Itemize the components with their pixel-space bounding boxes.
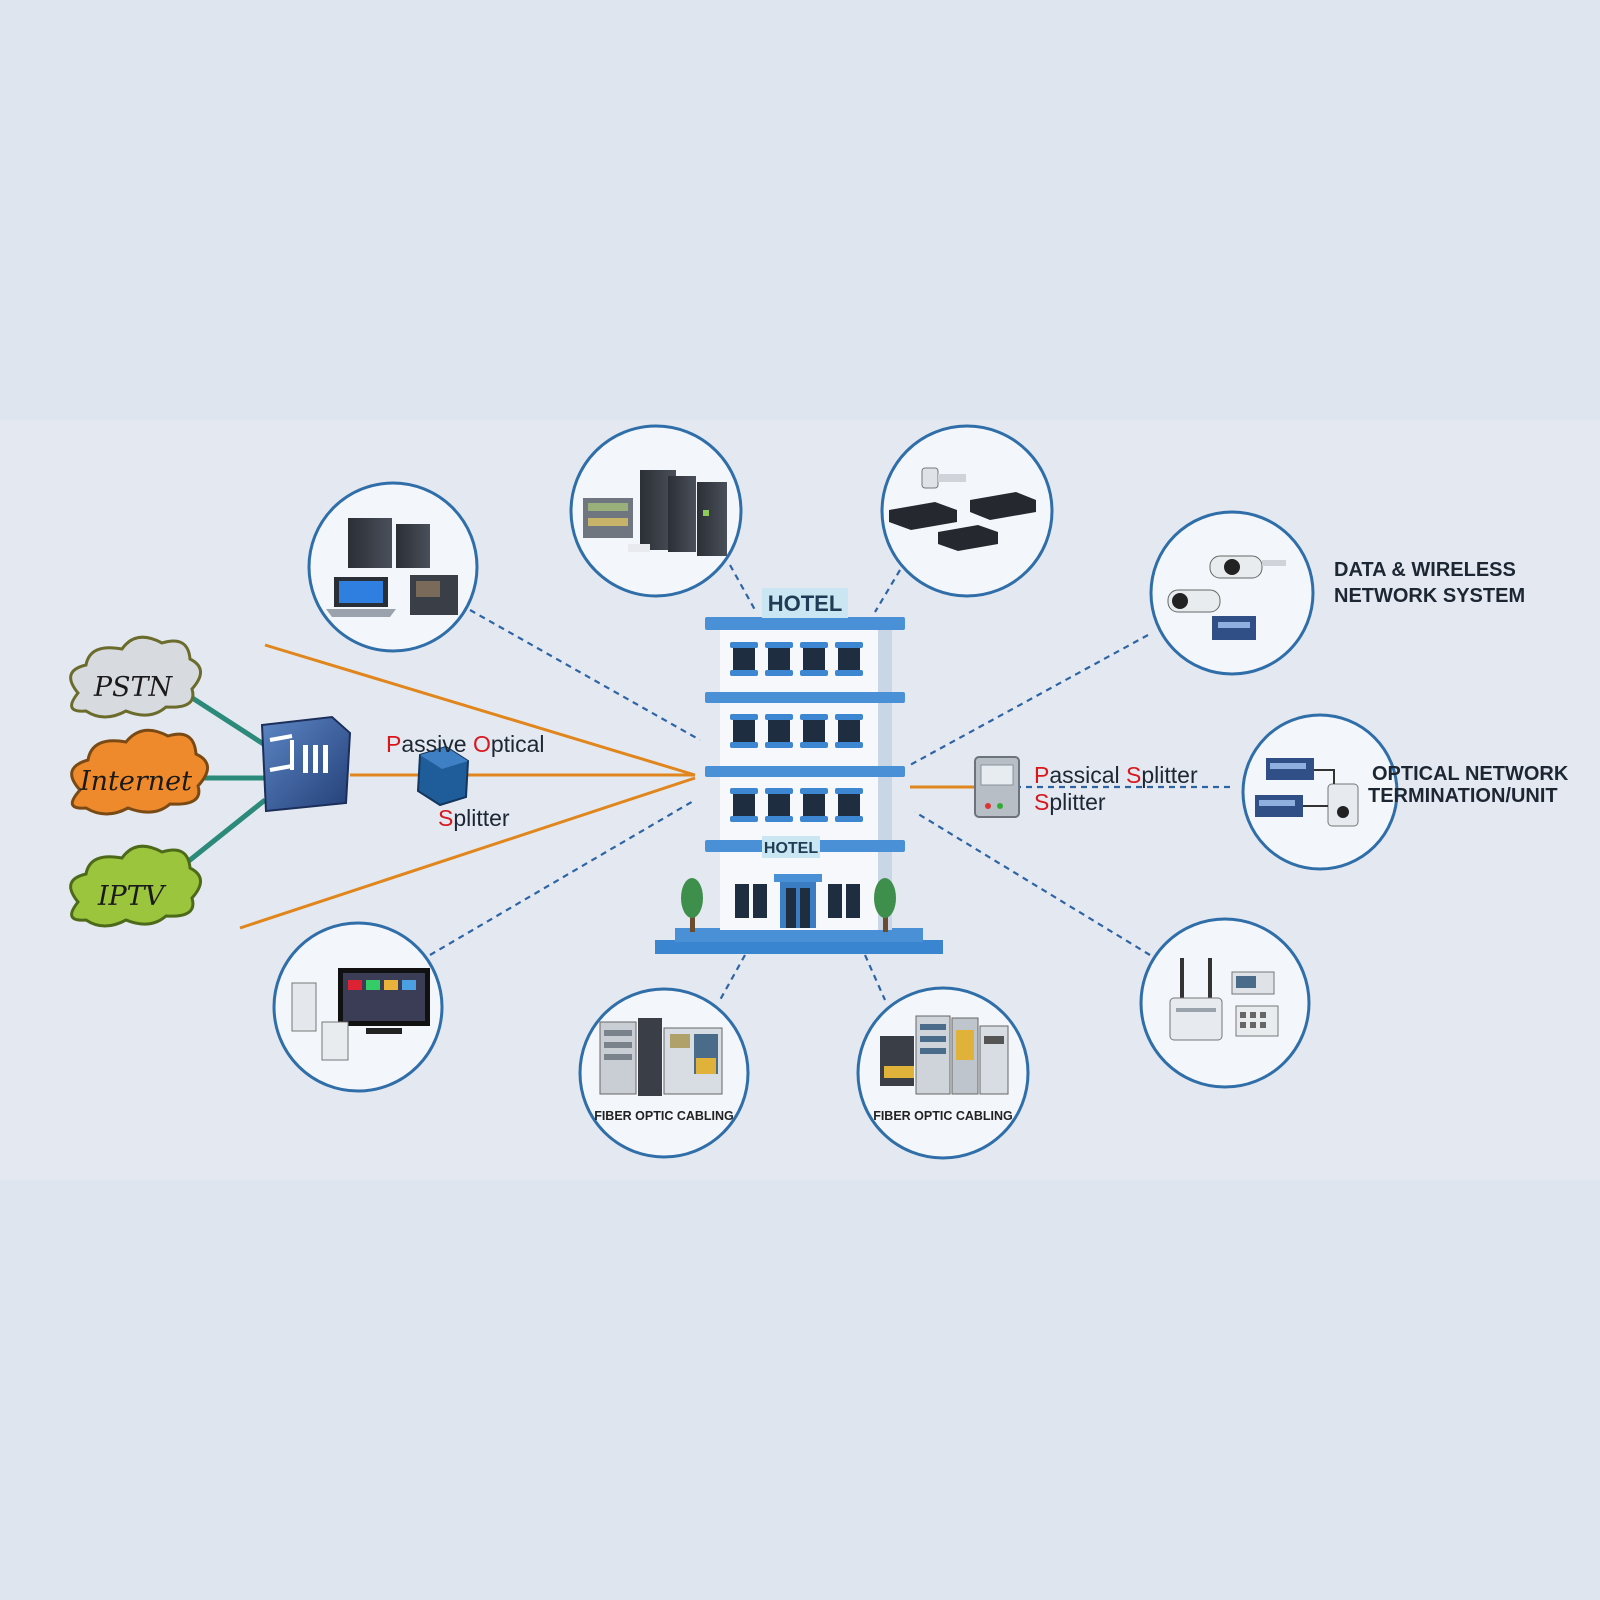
ont-device-icon (1255, 758, 1359, 827)
internet-label: Internet (79, 766, 192, 797)
tv-icon (291, 968, 430, 1061)
iptv-label: IPTV (97, 881, 167, 912)
data-wireless-label-1: DATA & WIRELESS (1334, 559, 1516, 581)
passical-splitter-label: Passical Splitter (1034, 762, 1198, 788)
pstn-link (178, 687, 267, 748)
fiber-lines (239, 643, 975, 930)
fiber-optic-label-right: FIBER OPTIC CABLING (873, 1109, 1013, 1123)
computer-icon (326, 518, 458, 617)
passive-optical-splitter[interactable] (416, 745, 470, 807)
hotel-building[interactable]: HOTEL HOTEL (655, 588, 943, 954)
fiber-cabling-circle-right[interactable]: FIBER OPTIC CABLING (856, 986, 1030, 1160)
data-wireless-label-2: NETWORK SYSTEM (1334, 585, 1525, 607)
iptv-cloud[interactable]: IPTV (69, 844, 202, 928)
fiber-line-upper (264, 643, 696, 777)
fiber-optic-label-left: FIBER OPTIC CABLING (594, 1109, 734, 1123)
cabinet-icon (880, 1015, 1009, 1095)
pstn-label: PSTN (93, 672, 174, 703)
olt-device-icon[interactable] (260, 715, 352, 813)
nvr-device-icon (889, 467, 1036, 551)
right-splitter-label: Splitter (1034, 789, 1106, 815)
fiber-line-lower (239, 776, 696, 930)
ont-label-2: TERMINATION/UNIT (1368, 785, 1558, 807)
internet-cloud[interactable]: Internet (70, 728, 209, 816)
server-rack-icon (583, 470, 727, 556)
hotel-lower-sign: HOTEL (764, 840, 818, 857)
ont-label-1: OPTICAL NETWORK (1372, 763, 1569, 785)
fiber-cabling-circle-left[interactable]: FIBER OPTIC CABLING (578, 987, 750, 1159)
servers-circle[interactable] (569, 424, 743, 598)
security-camera-icon (1167, 555, 1286, 640)
passive-optical-label: Passive Optical (386, 731, 545, 757)
window-awnings (730, 642, 863, 822)
pstn-cloud[interactable]: PSTN (69, 635, 202, 719)
cctv-circle[interactable] (1149, 510, 1315, 676)
computers-circle[interactable] (307, 481, 479, 653)
wireless-ap-circle[interactable] (1139, 917, 1311, 1089)
dashed-links (429, 564, 1235, 1001)
iptv-devices-circle[interactable] (272, 921, 444, 1093)
passical-splitter-device-icon[interactable] (974, 756, 1020, 818)
tree-icon (874, 878, 896, 932)
cabinet-icon (599, 1018, 723, 1096)
hotel-top-sign: HOTEL (768, 591, 843, 616)
splitter-label: Splitter (438, 805, 510, 831)
tree-icon (681, 878, 703, 932)
ont-circle[interactable] (1241, 713, 1399, 871)
wireless-router-icon (1169, 958, 1279, 1041)
iptv-link (178, 798, 267, 870)
hotel-windows (733, 648, 860, 816)
nvr-circle[interactable] (880, 424, 1054, 598)
